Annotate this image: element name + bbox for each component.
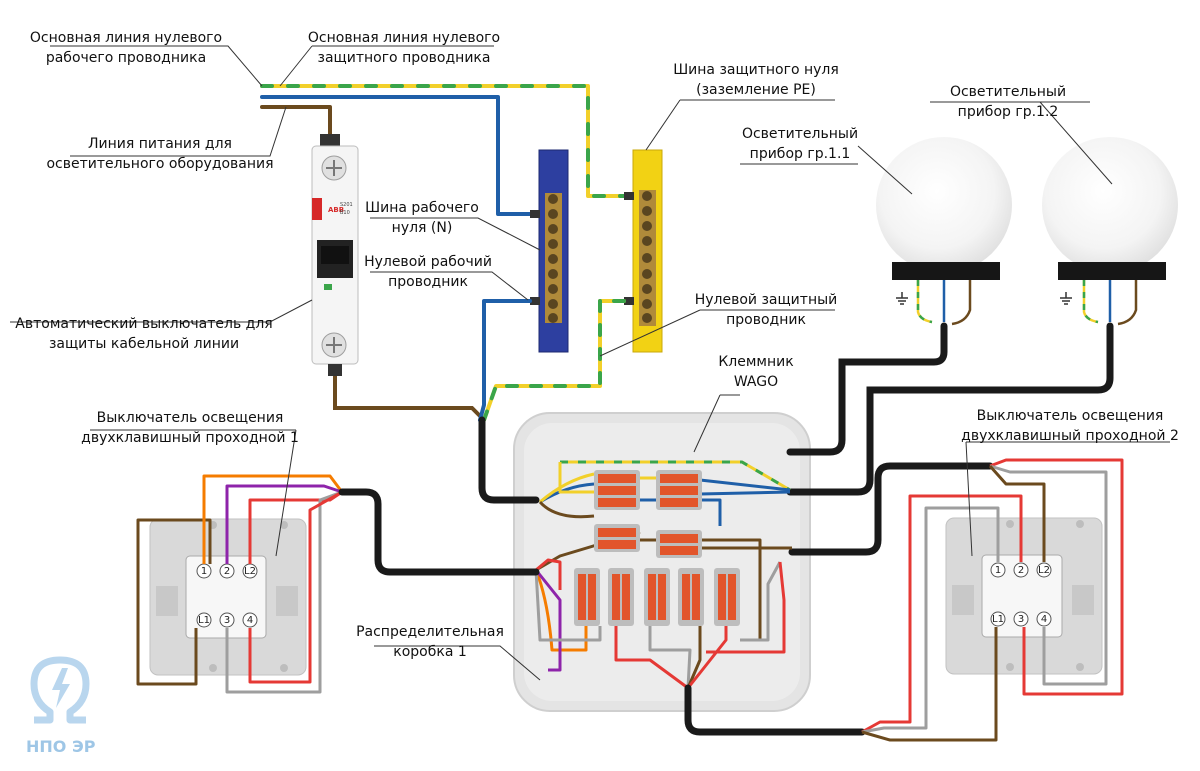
label-lamp1-2: прибор гр.1.1 <box>750 146 851 162</box>
label-junction-2: коробка 1 <box>393 644 467 660</box>
ground-icon <box>896 292 908 305</box>
label-n-conductor-1: Нулевой рабочий <box>364 254 492 270</box>
label-pe-main-1: Основная линия нулевого <box>308 30 500 46</box>
label-lamp1-1: Осветительный <box>742 126 858 142</box>
switch2-wiring <box>861 458 1124 742</box>
switch-1[interactable]: 1 2 L2 L1 3 4 <box>149 518 307 676</box>
label-switch2-2: двухклавишный проходной 2 <box>961 428 1179 444</box>
label-n-conductor-2: проводник <box>388 274 468 290</box>
label-supply-2: осветительного оборудования <box>46 156 273 172</box>
switch1-terminal-l2: L2 <box>244 566 256 577</box>
switch2-cable <box>788 462 994 556</box>
label-switch2-1: Выключатель освещения <box>977 408 1164 424</box>
switch1-terminal-2: 2 <box>224 566 230 577</box>
switch2-terminal-l1: L1 <box>992 614 1004 625</box>
neutral-bus-bar <box>530 149 569 353</box>
wago-connector-vertical <box>644 568 670 626</box>
wago-connector <box>656 470 702 510</box>
switch2-terminal-3: 3 <box>1018 614 1024 625</box>
traveller-wiring <box>534 558 786 690</box>
ground-icon <box>1060 292 1072 305</box>
wago-connector-vertical <box>714 568 740 626</box>
breaker-rating: B10 <box>340 210 350 216</box>
label-lamp2-2: прибор гр.1.2 <box>958 104 1059 120</box>
wago-connector <box>594 470 640 510</box>
label-neutral-main-1: Основная линия нулевого <box>30 30 222 46</box>
logo-text: НПО ЭР <box>26 737 96 756</box>
switch2-terminal-4: 4 <box>1041 614 1047 625</box>
label-pe-conductor-1: Нулевой защитный <box>695 292 838 308</box>
label-pe-bus-1: Шина защитного нуля <box>673 62 839 78</box>
switch2-terminal-l2: L2 <box>1038 565 1050 576</box>
label-n-bus-2: нуля (N) <box>392 220 453 236</box>
wago-connector-vertical <box>574 568 600 626</box>
switch-2[interactable]: 1 2 L2 L1 3 4 <box>945 517 1103 675</box>
wago-connector-vertical <box>678 568 704 626</box>
lamp-1 <box>786 137 1012 456</box>
label-junction-1: Распределительная <box>356 624 504 640</box>
label-wago-2: WAGO <box>734 374 778 390</box>
bus-feeds <box>478 299 626 422</box>
label-pe-main-2: защитного проводника <box>318 50 491 66</box>
label-neutral-main-2: рабочего проводника <box>46 50 206 66</box>
switch2-terminal-2: 2 <box>1018 565 1024 576</box>
switch1-wiring <box>136 474 344 694</box>
label-pe-bus-2: (заземление PE) <box>696 82 816 98</box>
label-wago-1: Клеммник <box>718 354 793 370</box>
leader-lines <box>10 45 1170 681</box>
label-n-bus-1: Шина рабочего <box>365 200 479 216</box>
wago-connector <box>656 530 702 558</box>
breaker-brand: ABB <box>328 206 344 214</box>
label-switch1-1: Выключатель освещения <box>97 410 284 426</box>
label-breaker-2: защиты кабельной линии <box>49 336 239 352</box>
label-switch1-2: двухклавишный проходной 1 <box>81 430 299 446</box>
main-lines <box>260 84 630 216</box>
label-pe-conductor-2: проводник <box>726 312 806 328</box>
circuit-breaker[interactable]: ABB S201 B10 <box>311 134 359 376</box>
switch1-terminal-3: 3 <box>224 615 230 626</box>
pe-bus-bar <box>624 149 663 353</box>
label-breaker-1: Автоматический выключатель для <box>15 316 272 332</box>
switch1-terminal-4: 4 <box>247 615 253 626</box>
wago-connectors <box>574 470 740 626</box>
switch1-terminal-1: 1 <box>201 566 207 577</box>
breaker-model: S201 <box>340 202 353 208</box>
labels: Основная линия нулевого рабочего проводн… <box>15 30 1179 660</box>
omega-lightning-logo: НПО ЭР <box>26 656 96 756</box>
bottom-cable <box>684 684 866 736</box>
switch1-terminal-l1: L1 <box>198 615 210 626</box>
switch1-cable <box>338 488 540 576</box>
breaker-output-wire <box>333 376 486 422</box>
label-lamp2-1: Осветительный <box>950 84 1066 100</box>
feeder-cable <box>478 416 540 504</box>
wago-connector <box>594 524 640 552</box>
wago-connector-vertical <box>608 568 634 626</box>
lamp-2 <box>786 137 1178 496</box>
switch2-terminal-1: 1 <box>995 565 1001 576</box>
label-supply-1: Линия питания для <box>88 136 232 152</box>
